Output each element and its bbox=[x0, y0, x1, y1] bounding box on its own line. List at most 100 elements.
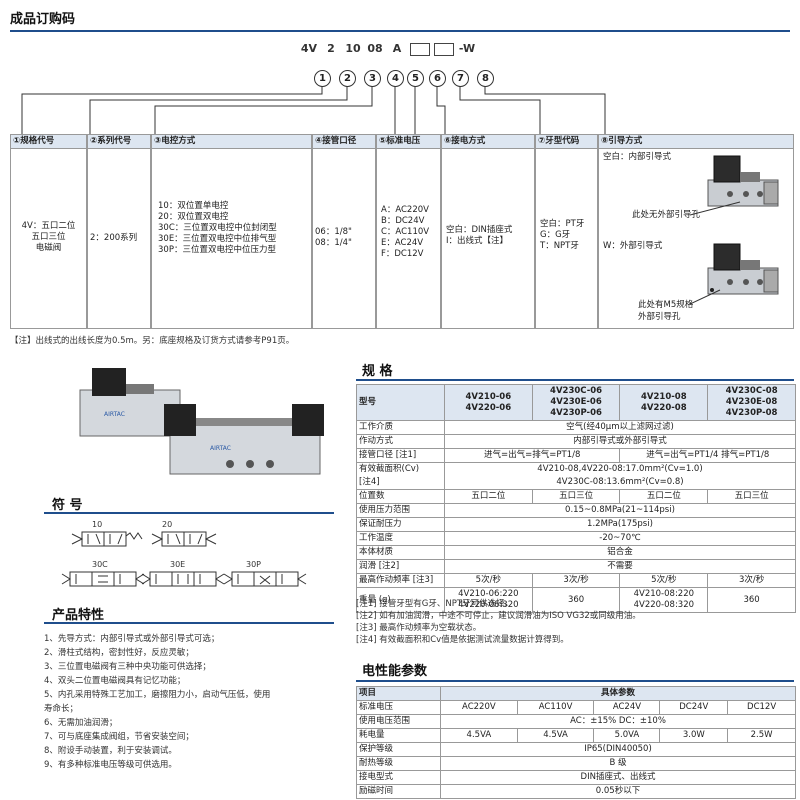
oc-body-series: 2：200系列 bbox=[87, 149, 151, 329]
oc-series-line-1: 2：200系列 bbox=[90, 233, 138, 243]
valve-symbol-10 bbox=[71, 531, 143, 547]
table-row: 作动方式内部引导式或外部引导式 bbox=[356, 434, 797, 449]
code-circle-2: 2 bbox=[339, 70, 356, 87]
oc-header-port: ④接管口径 bbox=[312, 134, 376, 149]
oc-thread-line-1: 空白：PT牙 bbox=[540, 219, 585, 229]
table-row: [注4]4V230C-08:13.6mm²(Cv=0.8) bbox=[356, 476, 797, 490]
oc-header-thread: ⑦牙型代码 bbox=[535, 134, 598, 149]
oc-wiring-line-1: 空白：DIN插座式 bbox=[446, 225, 513, 235]
oc-body-control: 10：双位置单电控 20：双位置双电控 30C：三位置双电控中位封闭型 30E：… bbox=[151, 149, 312, 329]
code-part-3: 10 bbox=[345, 42, 361, 55]
code-circle-8: 8 bbox=[477, 70, 494, 87]
oc-spec-line-2: 五口三位 bbox=[31, 232, 66, 242]
oc-port-line-2: 08：1/4" bbox=[315, 238, 352, 248]
oc-header-control: ③电控方式 bbox=[151, 134, 312, 149]
oc-body-pilot: 空白：内部引导式 W：外部引导式 bbox=[598, 149, 794, 329]
oc-thread-line-3: T：NPT牙 bbox=[540, 241, 579, 251]
spec-title-underline bbox=[356, 379, 794, 381]
code-blank-box-6 bbox=[410, 42, 430, 59]
code-part-5: A bbox=[392, 42, 402, 55]
oc-spec-line-3: 电磁阀 bbox=[35, 243, 62, 253]
oc-body-thread: 空白：PT牙 G：G牙 T：NPT牙 bbox=[535, 149, 598, 329]
oc-control-line-2: 20：双位置双电控 bbox=[158, 212, 229, 222]
electric-header-params: 具体参数 bbox=[440, 686, 796, 701]
symbol-label-20: 20 bbox=[162, 520, 173, 529]
symbol-label-10: 10 bbox=[92, 520, 103, 529]
oc-control-line-5: 30P：三位置双电控中位压力型 bbox=[158, 245, 276, 255]
table-row: 有效截面积(Cv)4V210-08,4V220-08:17.0mm²(Cv=1.… bbox=[356, 462, 797, 476]
electric-title: 电性能参数 bbox=[362, 664, 428, 679]
oc-voltage-line-5: F：DC12V bbox=[381, 249, 424, 259]
code-part-8: -W bbox=[458, 42, 476, 55]
symbol-label-30c: 30C bbox=[92, 560, 108, 569]
table-row: 润滑 [注2]不需要 bbox=[356, 559, 797, 574]
feature-item: 9、有多种标准电压等级可供选用。 bbox=[44, 760, 177, 770]
pilot-label-external-port: 外部引导孔 bbox=[638, 312, 681, 322]
spec-header-model: 型号 bbox=[356, 384, 445, 421]
code-circle-6: 6 bbox=[429, 70, 446, 87]
order-code-title: 成品订购码 bbox=[10, 12, 76, 27]
internal-pilot-valve-image bbox=[707, 155, 779, 207]
electric-header-item: 项目 bbox=[356, 686, 441, 701]
external-pilot-valve-image bbox=[707, 243, 779, 295]
feature-item: 4、双头二位置电磁阀具有记忆功能； bbox=[44, 676, 186, 686]
table-row: 工作温度-20~70℃ bbox=[356, 531, 797, 546]
order-code-note: 【注】出线式的出线长度为0.5m。另：底座规格及订货方式请参考P91页。 bbox=[10, 336, 295, 346]
oc-thread-line-2: G：G牙 bbox=[540, 230, 571, 240]
code-part-2: 2 bbox=[327, 42, 335, 55]
pilot-label-leader-1 bbox=[690, 201, 741, 216]
oc-voltage-line-3: C：AC110V bbox=[381, 227, 430, 237]
order-code-string: 4V 2 10 08 A -W bbox=[300, 42, 560, 59]
symbols-title-underline bbox=[44, 512, 334, 514]
svg-text:AIRTAC: AIRTAC bbox=[210, 445, 231, 452]
pilot-label-no-port: 此处无外部引导孔 bbox=[632, 210, 701, 220]
feature-item: 3、三位置电磁阀有三种中央功能可供选择； bbox=[44, 662, 211, 672]
table-row: 本体材质铝合金 bbox=[356, 545, 797, 560]
spec-note-4: [注4] 有效截面积和Cv值是依据测试流量数据计算得到。 bbox=[356, 635, 569, 645]
feature-item: 6、无需加油润滑； bbox=[44, 718, 118, 728]
oc-control-line-3: 30C：三位置双电控中位封闭型 bbox=[158, 223, 277, 233]
oc-control-line-4: 30E：三位置双电控中位排气型 bbox=[158, 234, 277, 244]
code-blank-box-7 bbox=[434, 42, 454, 59]
product-image: AIRTAC AIRTAC bbox=[79, 368, 324, 475]
order-code-connectors bbox=[21, 86, 606, 134]
symbol-label-30p: 30P bbox=[246, 560, 262, 569]
oc-pilot-line-2: W：外部引导式 bbox=[603, 241, 663, 251]
spec-note-2: [注2] 如有加油润滑，中途不可停止，建议润滑油为ISO VG32或同级用油。 bbox=[356, 611, 641, 621]
symbol-label-30e: 30E bbox=[170, 560, 186, 569]
pilot-label-m5: 此处有M5规格 bbox=[638, 300, 694, 310]
pilot-label-leader-2 bbox=[690, 289, 721, 305]
oc-header-voltage: ⑤标准电压 bbox=[376, 134, 441, 149]
oc-body-port: 06：1/8" 08：1/4" bbox=[312, 149, 376, 329]
feature-item: 5、内孔采用特殊工艺加工，磨擦阻力小，启动气压低，使用 bbox=[44, 690, 271, 700]
oc-port-line-1: 06：1/8" bbox=[315, 227, 352, 237]
oc-control-line-1: 10：双位置单电控 bbox=[158, 201, 229, 211]
code-circle-3: 3 bbox=[364, 70, 381, 87]
oc-body-voltage: A：AC220V B：DC24V C：AC110V E：AC24V F：DC12… bbox=[376, 149, 441, 329]
code-circle-4: 4 bbox=[387, 70, 404, 87]
order-code-title-underline bbox=[10, 30, 790, 32]
valve-symbol-30p bbox=[223, 571, 307, 587]
oc-header-spec: ①规格代号 bbox=[10, 134, 87, 149]
valve-symbol-20 bbox=[151, 531, 217, 547]
spec-title: 规 格 bbox=[362, 364, 393, 379]
oc-voltage-line-2: B：DC24V bbox=[381, 216, 425, 226]
table-row: 位置数五口二位五口三位五口二位五口三位 bbox=[356, 489, 796, 504]
oc-voltage-line-1: A：AC220V bbox=[381, 205, 429, 215]
oc-voltage-line-4: E：AC24V bbox=[381, 238, 424, 248]
oc-header-series: ②系列代号 bbox=[87, 134, 151, 149]
code-part-4: 08 bbox=[367, 42, 383, 55]
